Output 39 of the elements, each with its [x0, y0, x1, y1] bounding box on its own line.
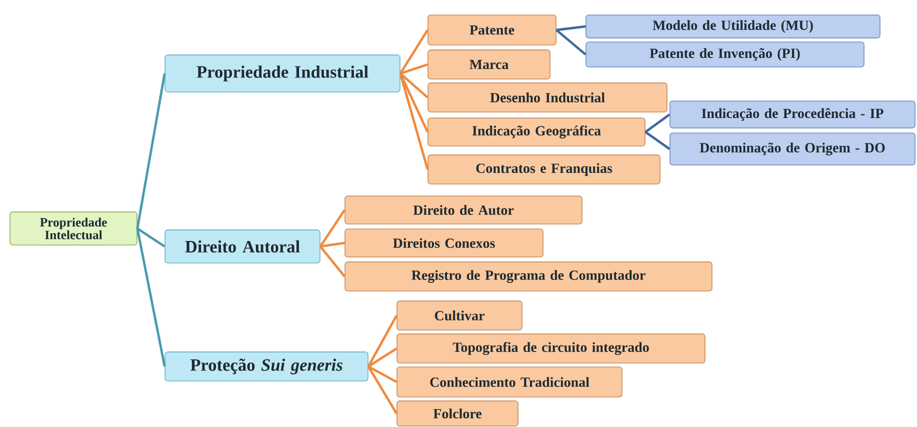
item-box: Direito de Autor — [344, 196, 582, 224]
root-box: Propriedade Intelectual — [10, 212, 138, 246]
category-box: Proteção Sui generis — [164, 352, 368, 382]
connector-line — [399, 72, 429, 132]
category-box: Direito Autoral — [164, 230, 320, 264]
connector-line — [556, 25, 586, 32]
connector-line — [136, 73, 166, 229]
connector-line — [319, 246, 346, 278]
connector-line — [319, 209, 346, 248]
subitem-box: Patente de Invenção (PI) — [586, 42, 864, 68]
connector-line — [136, 228, 166, 248]
item-box: Cultivar — [396, 300, 522, 330]
connector-line — [400, 63, 428, 75]
connector-line — [367, 366, 398, 414]
item-box: Registro de Programa de Computador — [344, 262, 712, 292]
item-box: Contratos e Franquias — [428, 154, 660, 184]
item-box: Indicação Geográfica — [428, 118, 646, 146]
connector-line — [368, 365, 398, 384]
connector-line — [136, 228, 166, 367]
subitem-box: Modelo de Utilidade (MU) — [586, 14, 880, 38]
item-box: Folclore — [396, 400, 518, 426]
connector-line — [644, 114, 670, 133]
item-box: Topografia de circuito integrado — [396, 334, 706, 364]
connector-line — [399, 29, 429, 74]
connector-line — [399, 73, 429, 170]
subitem-box: Denominação de Origem - DO — [670, 132, 916, 166]
item-box: Patente — [428, 14, 556, 46]
connector-line — [320, 242, 345, 248]
subitem-box: Indicação de Procedência - IP — [670, 100, 916, 128]
connector-line — [400, 72, 428, 98]
connector-line — [368, 347, 398, 368]
item-box: Conhecimento Tradicional — [396, 366, 622, 398]
item-box: Desenho Industrial — [428, 82, 668, 112]
connector-line — [367, 314, 398, 368]
connector-line — [644, 131, 670, 150]
connector-line — [556, 29, 586, 56]
item-box: Marca — [428, 50, 550, 80]
category-box: Propriedade Industrial — [164, 54, 400, 92]
item-box: Direitos Conexos — [344, 228, 544, 258]
